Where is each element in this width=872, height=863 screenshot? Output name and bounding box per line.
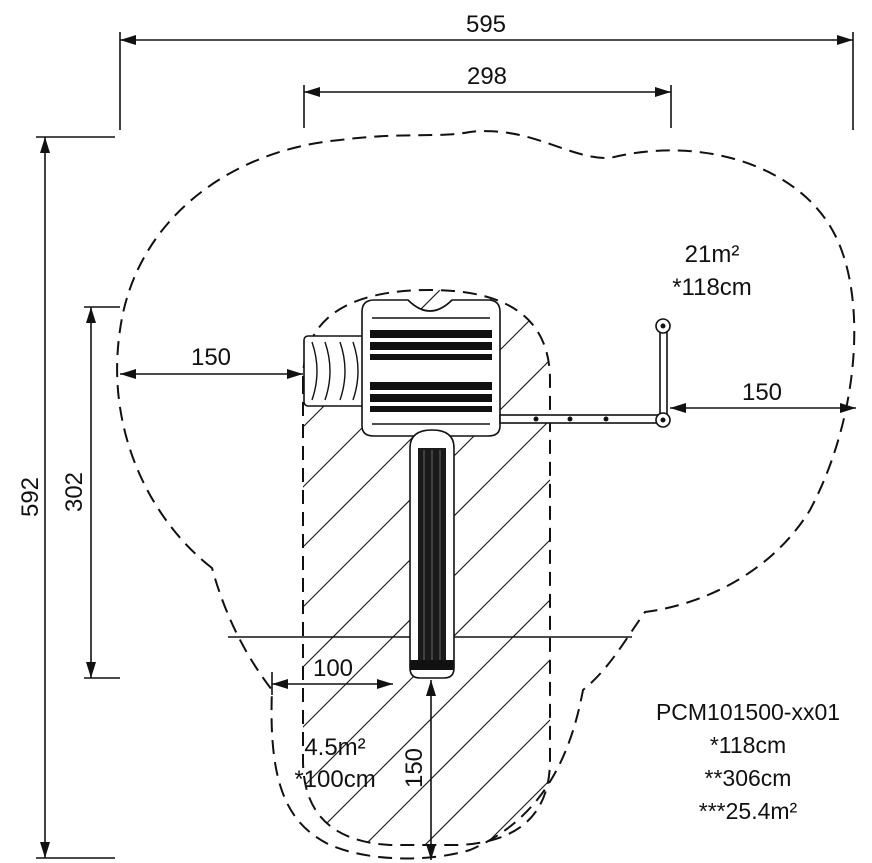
product-fall-height: *118cm [710,732,786,758]
platform-deck [361,299,501,437]
dimension-overall-height: 592 [17,136,115,859]
safety-zone-boundary [116,130,856,860]
dimension-slide-zone-width: 100 [271,655,393,695]
overall-width-label: 595 [466,11,506,38]
dimension-inner-height: 302 [61,306,120,679]
inner-height-label: 302 [61,472,88,512]
product-info-block: PCM101500-xx01 *118cm **306cm ***25.4m² [656,699,840,824]
slide [409,429,455,679]
ladder [303,335,367,407]
overall-height-label: 592 [17,477,44,517]
product-code: PCM101500-xx01 [656,699,840,725]
slide-exit-zone [302,288,551,846]
slide-zone-width-label: 100 [313,655,353,682]
bottom-clearance-label: 150 [401,748,428,788]
dimension-overall-width: 595 [119,11,854,130]
dimension-right-clearance: 150 [670,379,856,413]
inner-width-label: 298 [467,63,507,90]
dimension-bottom-clearance: 150 [401,680,436,860]
dimension-left-clearance: 150 [120,344,303,379]
right-clearance-label: 150 [742,379,782,406]
slide-area-label: 4.5m² [304,734,365,761]
product-platform-height: **306cm [705,765,792,791]
product-total-area: ***25.4m² [699,798,798,824]
slide-fall-height-label: *100cm [294,766,375,793]
main-fall-height-label: *118cm [672,274,752,301]
main-area-label: 21m² [685,241,740,268]
dimension-inner-width: 298 [303,63,672,128]
left-clearance-label: 150 [191,344,231,371]
side-rail [499,318,671,428]
